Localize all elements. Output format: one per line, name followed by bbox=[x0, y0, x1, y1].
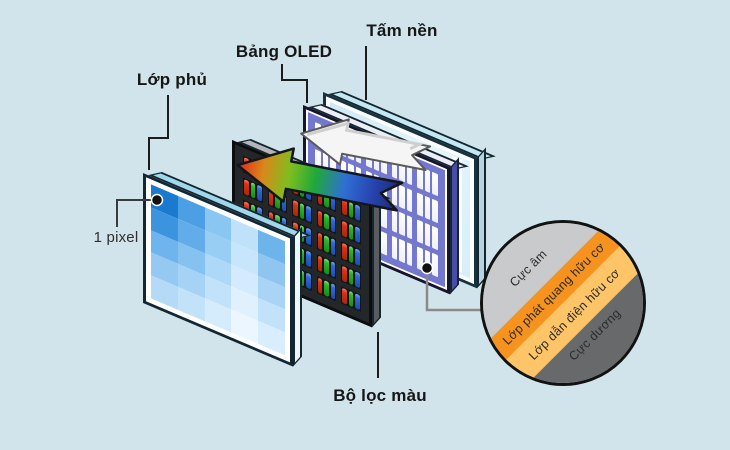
green-subpixel-bar bbox=[348, 268, 354, 286]
rainbow-light-arrow-icon bbox=[236, 147, 404, 212]
white-arrow-shading bbox=[306, 121, 425, 151]
oled-subpixel-bar bbox=[432, 198, 438, 224]
green-subpixel-bar bbox=[348, 290, 354, 308]
oled-cell bbox=[417, 192, 438, 224]
blue-subpixel-bar bbox=[330, 260, 336, 278]
red-subpixel-bar bbox=[317, 232, 323, 250]
filter-cell bbox=[341, 241, 361, 268]
oled-subpixel-bar bbox=[406, 242, 413, 267]
filter-cell bbox=[341, 219, 361, 246]
oled-board-label: Bảng OLED bbox=[235, 42, 333, 61]
blue-subpixel-bar bbox=[306, 250, 311, 268]
blue-subpixel-bar bbox=[355, 226, 360, 244]
green-subpixel-bar bbox=[348, 223, 354, 241]
oled-subpixel-bar bbox=[424, 249, 431, 275]
oled-subpixel-bar bbox=[406, 215, 413, 240]
oled-subpixel-bar bbox=[417, 219, 423, 244]
coating-connector bbox=[148, 95, 169, 170]
oled-subpixel-bar bbox=[432, 225, 438, 251]
oled-subpixel-bar bbox=[399, 211, 405, 237]
filter-cell bbox=[316, 253, 337, 280]
oled-subpixel-bar bbox=[432, 171, 438, 197]
blue-subpixel-bar bbox=[330, 216, 336, 234]
one-pixel-label: 1 pixel bbox=[93, 229, 139, 246]
coating-label: Lớp phủ bbox=[136, 70, 208, 89]
oled-subpixel-bar bbox=[424, 222, 431, 248]
red-subpixel-bar bbox=[342, 243, 347, 261]
rainbow-arrow-shape bbox=[236, 147, 404, 212]
green-subpixel-bar bbox=[324, 257, 329, 275]
blue-subpixel-bar bbox=[355, 248, 360, 266]
blue-subpixel-bar bbox=[355, 270, 360, 289]
red-subpixel-bar bbox=[342, 265, 347, 283]
blue-subpixel-bar bbox=[330, 238, 336, 256]
filter-cell bbox=[341, 264, 361, 290]
oled-board-connector bbox=[281, 64, 308, 103]
green-subpixel-bar bbox=[324, 235, 329, 253]
oled-subpixel-bar bbox=[399, 238, 405, 264]
green-subpixel-bar bbox=[324, 213, 329, 231]
oled-cell bbox=[391, 235, 413, 267]
oled-subpixel-bar bbox=[406, 188, 413, 213]
oled-cell bbox=[417, 246, 438, 278]
green-subpixel-bar bbox=[348, 246, 354, 264]
oled-cell bbox=[417, 219, 438, 251]
green-subpixel-bar bbox=[324, 279, 329, 298]
filter-cell bbox=[316, 275, 337, 302]
filter-cell bbox=[316, 231, 337, 257]
substrate-label: Tấm nền bbox=[366, 21, 438, 40]
oled-subpixel-bar bbox=[417, 246, 423, 271]
red-subpixel-bar bbox=[317, 277, 323, 295]
red-subpixel-bar bbox=[342, 287, 347, 305]
oled-subpixel-bar bbox=[432, 252, 438, 278]
coating-right-edge bbox=[293, 226, 302, 367]
oled-board-right-edge bbox=[450, 157, 459, 295]
red-subpixel-bar bbox=[317, 255, 323, 273]
blue-subpixel-bar bbox=[306, 272, 311, 290]
filter-cell bbox=[341, 286, 361, 312]
layer-band-label: Cực âm bbox=[507, 247, 550, 290]
red-subpixel-bar bbox=[342, 221, 347, 239]
white-light-arrow-icon bbox=[300, 118, 432, 171]
oled-subpixel-bar bbox=[391, 235, 398, 261]
color-filter-label: Bộ lọc màu bbox=[333, 386, 427, 405]
blue-subpixel-bar bbox=[330, 282, 336, 300]
blue-subpixel-bar bbox=[355, 293, 360, 311]
oled-subpixel-bar bbox=[424, 195, 431, 221]
oled-subpixel-bar bbox=[417, 192, 423, 217]
oled-subpixel-bar bbox=[381, 231, 387, 256]
